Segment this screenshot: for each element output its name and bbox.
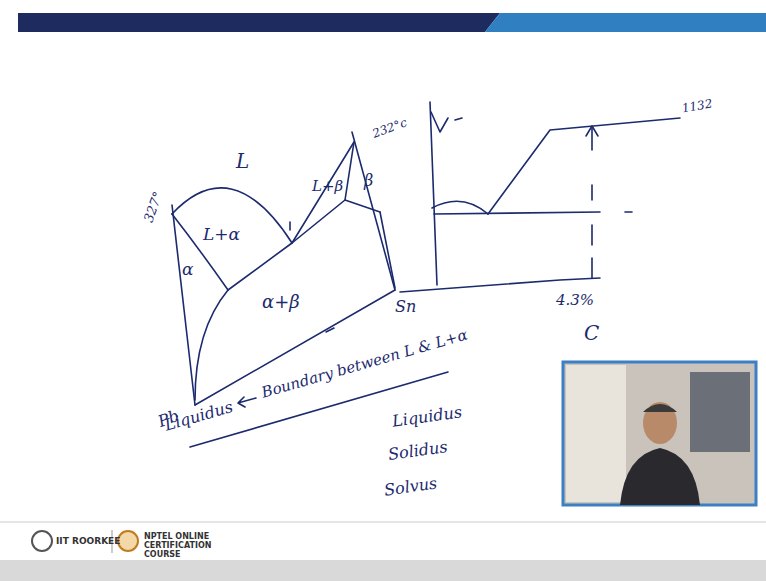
- guide-arrow: [586, 126, 598, 136]
- handwritten-label: 327°: [142, 190, 166, 224]
- handwritten-label: Sn: [395, 298, 416, 316]
- tick: [625, 211, 632, 213]
- handwritten-label: C: [584, 322, 599, 344]
- handwritten-label: β: [364, 172, 373, 190]
- tick: [455, 118, 462, 120]
- liquidus-beta: [292, 142, 354, 243]
- handwritten-label: 4.3%: [556, 292, 594, 309]
- fe-bottom: [400, 278, 600, 292]
- pointer-arrow: [238, 397, 256, 407]
- iit-logo: [32, 531, 52, 551]
- handwritten-label: Boundary between L & L+α: [260, 327, 470, 402]
- liquidus-fe: [488, 118, 680, 214]
- banner-light: [485, 13, 766, 32]
- eutectic-line: [228, 200, 345, 290]
- speaker-body: [620, 448, 700, 505]
- solvus-beta: [380, 212, 395, 288]
- handwritten-label: 232°c: [371, 116, 409, 141]
- shelf: [690, 372, 750, 452]
- handwritten-label: Solvus: [383, 474, 438, 499]
- handwritten-label: Solidus: [387, 438, 448, 464]
- gamma-arc: [432, 201, 488, 214]
- delta-region: [431, 112, 448, 132]
- wall: [566, 365, 626, 502]
- handwritten-label: L+β: [312, 178, 343, 195]
- handwritten-label: L+α: [203, 225, 240, 244]
- video-inset: [563, 362, 756, 505]
- footer-text: IIT ROORKEE: [56, 536, 120, 546]
- solidus-beta: [345, 142, 380, 212]
- banner-dark: [18, 13, 500, 32]
- left-axis: [172, 205, 195, 405]
- footer: [0, 522, 766, 560]
- tick: [326, 328, 334, 332]
- liquidus-alpha: [172, 188, 292, 243]
- tick: [289, 222, 291, 230]
- handwritten-label: α+β: [262, 292, 300, 312]
- dashed-guide: [591, 128, 593, 278]
- handwritten-label: L: [236, 150, 249, 172]
- eutectoid-line: [434, 212, 600, 214]
- footer-rule: [0, 522, 766, 523]
- handwritten-label: α: [182, 260, 193, 279]
- handwritten-label: 1132: [681, 97, 713, 115]
- nptel-logo: [118, 531, 138, 551]
- handwritten-label: Liquidus: [391, 403, 463, 430]
- footer-strip: [0, 560, 766, 581]
- right-axis: [352, 132, 395, 290]
- speaker-head: [643, 402, 677, 444]
- speaker-cap: [643, 404, 677, 412]
- fe-axis: [430, 102, 437, 285]
- footer-text: NPTEL ONLINE CERTIFICATION COURSE: [144, 532, 234, 559]
- solvus-alpha: [195, 290, 228, 400]
